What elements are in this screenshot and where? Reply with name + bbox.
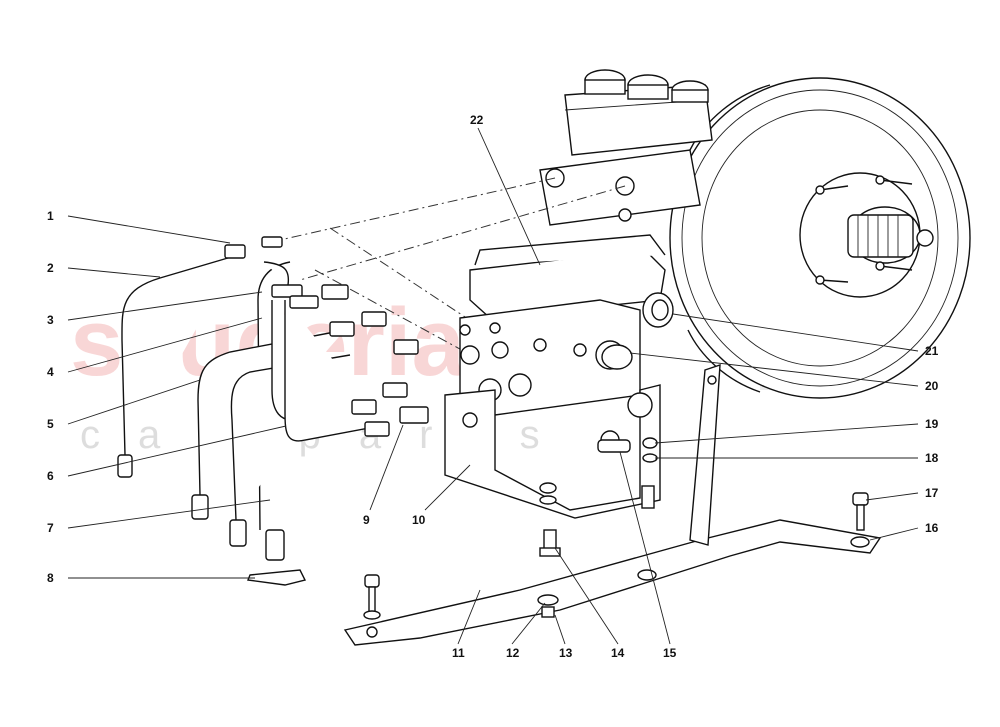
callout-14: 14 [611,646,625,660]
master-cylinder [539,69,713,226]
callout-3: 3 [47,313,54,327]
callout-17: 17 [925,486,939,500]
callout-4: 4 [47,365,54,379]
callout-9: 9 [363,513,370,527]
callout-6: 6 [47,469,54,483]
callout-21: 21 [925,344,939,358]
callout-22: 22 [470,113,484,127]
callout-19: 19 [925,417,939,431]
abs-hydraulic-unit [459,234,666,416]
brake-hoses [117,236,429,586]
callout-1: 1 [47,209,54,223]
callout-8: 8 [47,571,54,585]
callout-16: 16 [925,521,939,535]
callout-2: 2 [47,261,54,275]
callout-15: 15 [663,646,677,660]
callout-18: 18 [925,451,939,465]
callout-7: 7 [47,521,54,535]
base-plate [343,364,882,646]
callout-13: 13 [559,646,573,660]
fasteners [363,292,870,620]
brake-booster [669,77,971,399]
callout-20: 20 [925,379,939,393]
callout-labels: 1 2 3 4 5 6 7 8 9 10 11 12 13 14 15 16 1… [47,113,939,660]
callout-12: 12 [506,646,520,660]
leader-lines [67,127,919,645]
callout-11: 11 [452,646,465,660]
callout-5: 5 [47,417,54,431]
callout-10: 10 [412,513,426,527]
